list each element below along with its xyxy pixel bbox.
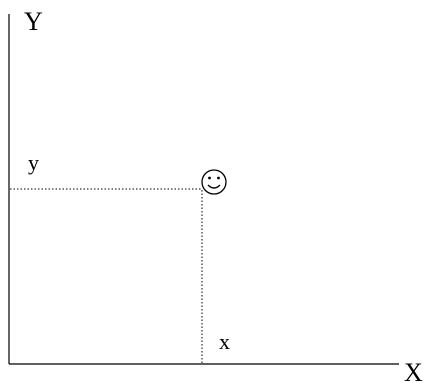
x-value-label: x xyxy=(219,329,230,354)
x-axis-label: X xyxy=(404,358,423,383)
smiley-face-icon xyxy=(201,169,227,195)
y-axis-label: Y xyxy=(24,7,43,36)
y-value-label: y xyxy=(28,150,39,175)
